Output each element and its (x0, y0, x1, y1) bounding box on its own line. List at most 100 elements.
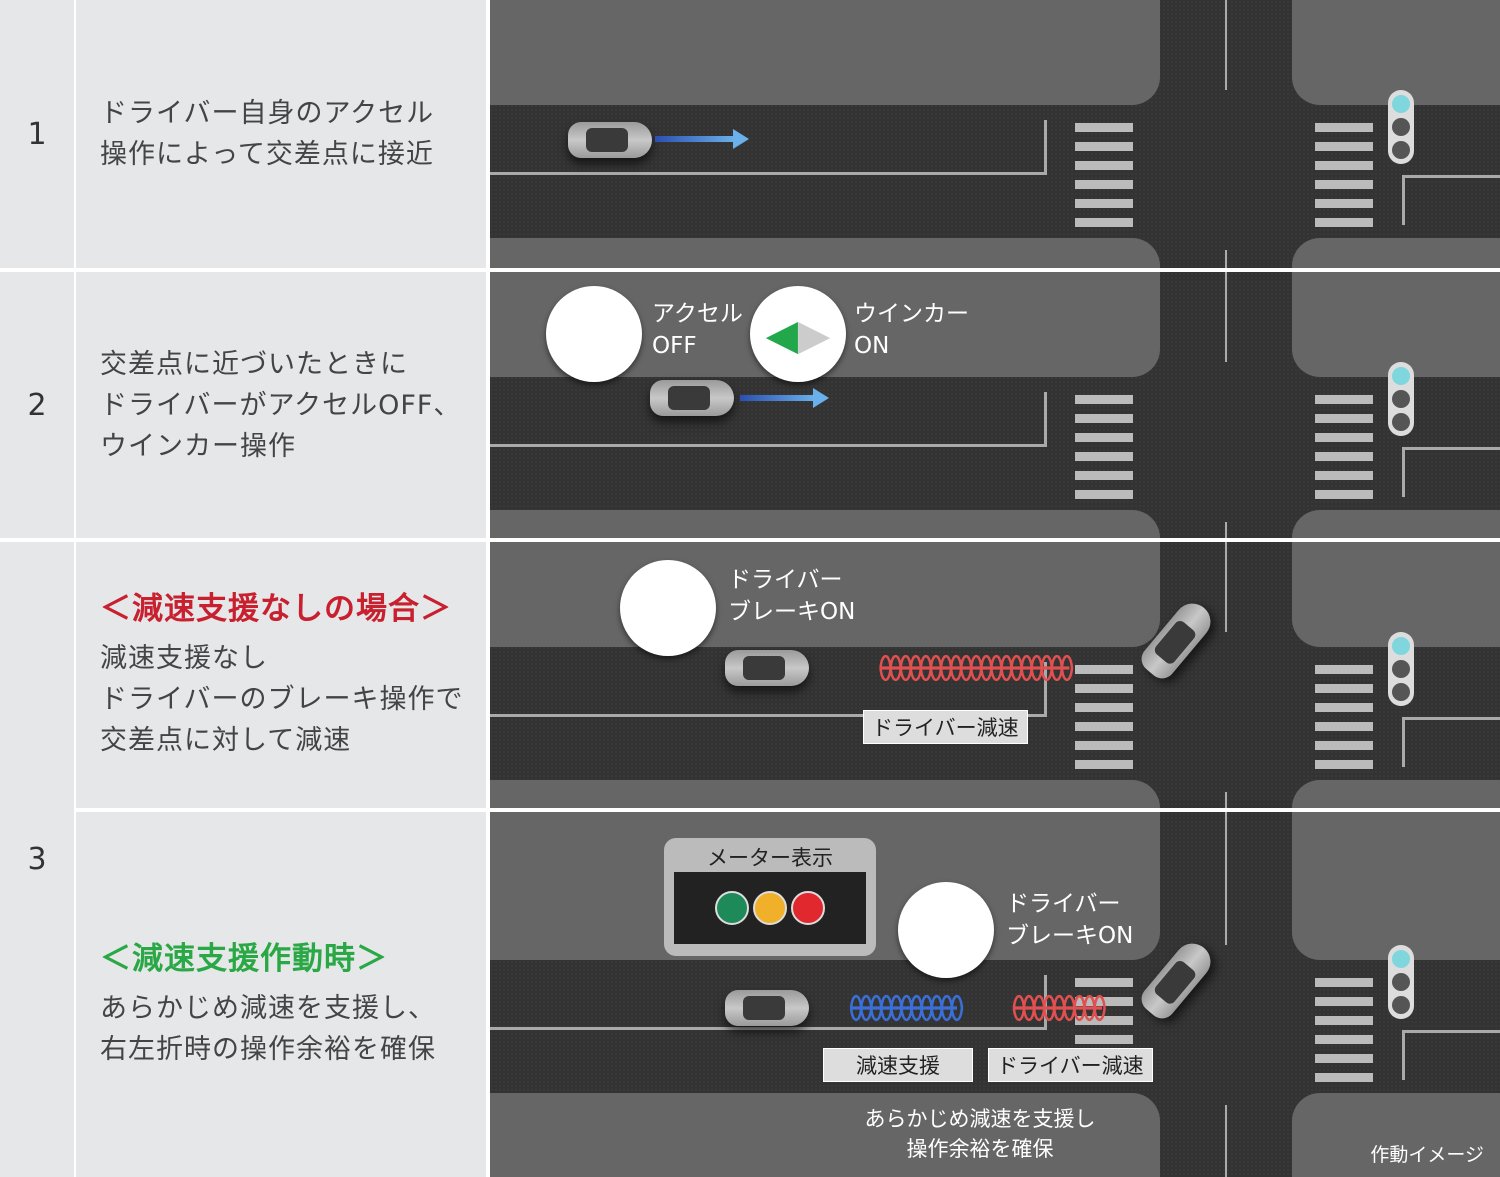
driver-decel-tag: ドライバー減速 (988, 1048, 1153, 1082)
crosswalk-stripe (1315, 395, 1373, 404)
meter-title: メーター表示 (707, 846, 833, 870)
desc-line: 交差点に対して減速 (100, 725, 352, 756)
crosswalk-stripe (1315, 433, 1373, 442)
block-bottom-right (1292, 510, 1500, 538)
crosswalk-stripe (1315, 471, 1373, 480)
lane-line (490, 444, 1047, 447)
crosswalk-stripe (1315, 142, 1373, 151)
crosswalk-stripe (1075, 161, 1133, 170)
crosswalk-stripe (1075, 142, 1133, 151)
stop-line (1044, 120, 1047, 175)
block-bottom-left (490, 1093, 1160, 1177)
block-bottom-left (490, 238, 1160, 268)
driver-decel-tag: ドライバー減速 (863, 710, 1028, 744)
block-top-right (1292, 272, 1500, 377)
center-line (1225, 812, 1227, 945)
crosswalk-stripe (1075, 684, 1133, 693)
lane-line (490, 172, 1047, 175)
light-lit (1392, 95, 1410, 114)
crosswalk-stripe (1315, 741, 1373, 750)
crosswalk-stripe (1315, 722, 1373, 731)
crosswalk-stripe (1315, 452, 1373, 461)
block-bottom-right (1292, 1093, 1500, 1177)
driver-decel-wave (879, 654, 1074, 682)
crosswalk-stripe (1315, 218, 1373, 227)
crosswalk-stripe (1315, 665, 1373, 674)
block-bottom-left (490, 510, 1160, 538)
desc-line: 減速支援なし (100, 643, 268, 674)
crosswalk-stripe (1075, 722, 1133, 731)
light (1392, 972, 1410, 991)
traffic-light (1388, 90, 1414, 164)
step-number-2: 2 (0, 272, 74, 538)
desc-line: ドライバーのブレーキ操作で (100, 684, 464, 715)
center-line (1225, 542, 1227, 632)
crosswalk-stripe (1315, 199, 1373, 208)
brake-on-label: ドライバーブレーキON (1006, 891, 1134, 949)
block-top-right (1292, 812, 1500, 960)
crosswalk-stripe (1075, 703, 1133, 712)
assist-wave (849, 994, 964, 1022)
block-bottom-right (1292, 238, 1500, 268)
step-number-1: 1 (0, 0, 74, 268)
crosswalk-stripe (1315, 703, 1373, 712)
crosswalk-stripe (1315, 978, 1373, 987)
case-heading-no-assist: ＜減速支援なしの場合＞ (100, 591, 452, 627)
step-number-3: 3 (0, 542, 74, 1177)
crosswalk-stripe (1075, 180, 1133, 189)
crosswalk-stripe (1315, 760, 1373, 769)
caption: あらかじめ減速を支援し操作余裕を確保 (864, 1107, 1096, 1161)
car (725, 990, 809, 1026)
light-lit (1392, 637, 1410, 656)
crosswalk-stripe (1075, 414, 1133, 423)
brake-pedal-icon (620, 560, 716, 656)
lane-line (1402, 1030, 1500, 1033)
step-1-description: ドライバー自身のアクセル 操作によって交差点に接近 (76, 0, 486, 268)
step-3b-description: ＜減速支援作動時＞ あらかじめ減速を支援し、 右左折時の操作余裕を確保 (76, 812, 486, 1177)
crosswalk-stripe (1075, 741, 1133, 750)
step-number: 2 (27, 387, 47, 423)
crosswalk-stripe (1075, 471, 1133, 480)
scene-4-assist: メーター表示 ドライバーブレーキON 減速支援 ドライバー減速 あらかじめ減速を… (490, 812, 1500, 1177)
driver-decel-wave (1012, 994, 1106, 1022)
center-line (1225, 250, 1227, 268)
crosswalk-stripe (1315, 161, 1373, 170)
meter-screen (674, 872, 866, 944)
brake-pedal-icon (898, 882, 994, 978)
crosswalk-stripe (1075, 218, 1133, 227)
crosswalk-stripe (1075, 199, 1133, 208)
light-lit (1392, 950, 1410, 969)
accelerator-pedal-icon (546, 286, 642, 382)
block-top-right (1292, 542, 1500, 647)
desc-line: ドライバーがアクセルOFF、 (100, 389, 462, 421)
crosswalk-stripe (1315, 997, 1373, 1006)
crosswalk-stripe (1075, 452, 1133, 461)
scene-3-no-assist: ドライバーブレーキON ドライバー減速 (490, 542, 1500, 808)
crosswalk-stripe (1075, 760, 1133, 769)
lane-line (1402, 717, 1405, 767)
light (1392, 117, 1410, 136)
block-bottom-right (1292, 780, 1500, 808)
lane-line (1402, 447, 1405, 497)
scene-1-approach (490, 0, 1500, 268)
decel-assist-tag: 減速支援 (823, 1048, 973, 1082)
lane-line (490, 1027, 1047, 1030)
lane-line (490, 714, 1047, 717)
crosswalk-stripe (1315, 490, 1373, 499)
red-light (791, 891, 825, 925)
crosswalk-stripe (1315, 1054, 1373, 1063)
crosswalk-stripe (1315, 123, 1373, 132)
stop-line (1044, 662, 1047, 717)
crosswalk-stripe (1315, 180, 1373, 189)
block-top-left (490, 542, 1160, 647)
car (725, 650, 809, 686)
traffic-light (1388, 945, 1414, 1019)
stop-line (1044, 392, 1047, 447)
block-top-left (490, 0, 1160, 105)
crosswalk-stripe (1315, 1016, 1373, 1025)
car (650, 380, 734, 416)
light (1392, 389, 1410, 408)
center-line (1225, 1105, 1227, 1177)
light (1392, 682, 1410, 701)
